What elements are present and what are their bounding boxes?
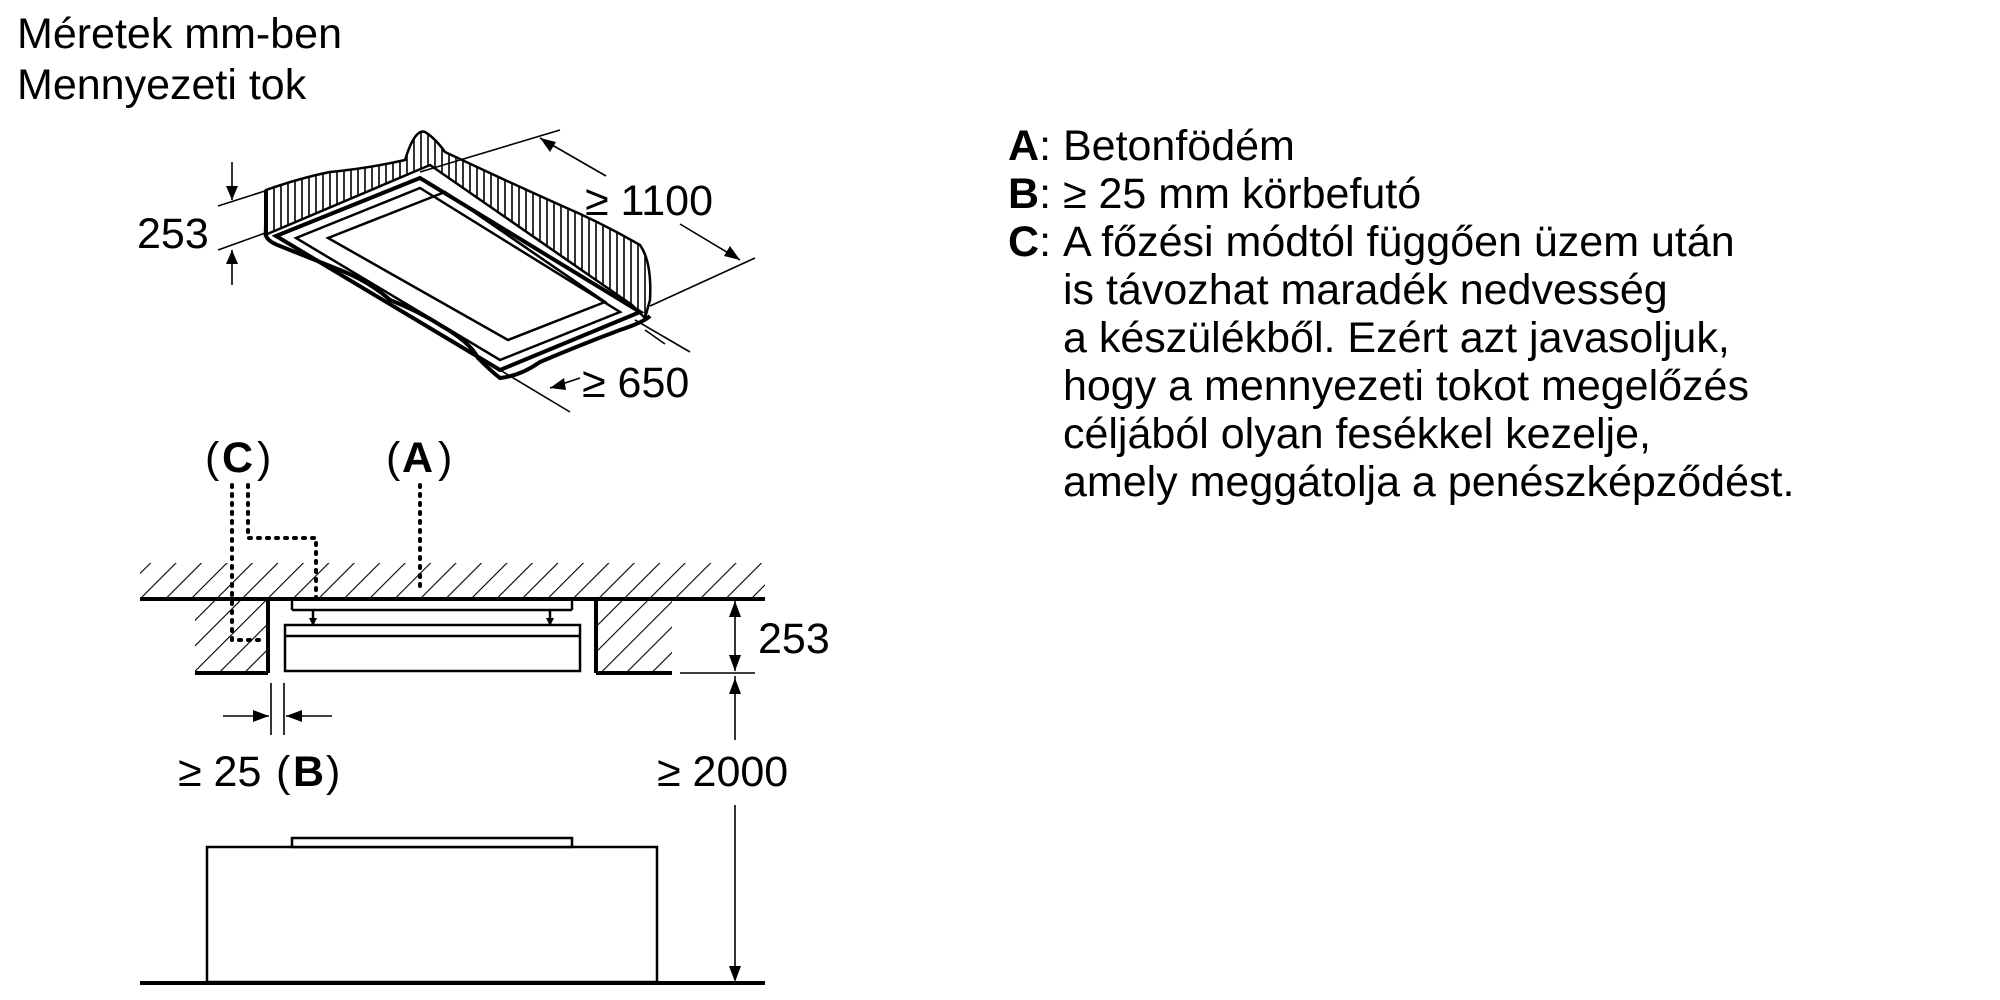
legend-sep: : bbox=[1039, 218, 1052, 266]
callout-a-open: ( bbox=[386, 434, 401, 482]
iso-length-dimension: ≥ 1100 bbox=[585, 177, 713, 225]
gap-ref-close: ) bbox=[326, 748, 340, 796]
legend-text: is távozhat maradék nedvesség bbox=[1062, 266, 1668, 314]
iso-width-dimension: ≥ 650 bbox=[582, 359, 689, 407]
units-note: Méretek mm-ben bbox=[17, 10, 342, 58]
legend-text: ≥ 25 mm körbefutó bbox=[1062, 170, 1422, 218]
legend-item-a: A : Betonfödém bbox=[1008, 122, 1968, 170]
legend: A : Betonfödém B : ≥ 25 mm körbefutó C :… bbox=[1008, 122, 1968, 506]
callout-c-open: ( bbox=[205, 434, 220, 482]
drawing-title: Mennyezeti tok bbox=[17, 61, 307, 109]
ceiling-box-panel bbox=[325, 190, 608, 342]
gap-ref-label: B bbox=[293, 748, 324, 796]
callout-a-label: A bbox=[402, 434, 433, 482]
gap-ref-open: ( bbox=[276, 748, 291, 796]
legend-text: céljából olyan fesékkel kezelje, bbox=[1062, 410, 1651, 458]
legend-sep: : bbox=[1039, 122, 1052, 170]
hood-unit bbox=[283, 623, 582, 673]
iso-height-dimension: 253 bbox=[137, 210, 209, 258]
legend-item-c: C : A főzési módtól függően üzem után is… bbox=[1008, 218, 1968, 506]
cooktop bbox=[205, 845, 659, 984]
gap-dimension: ≥ 25 bbox=[178, 748, 261, 796]
mount-height-dimension: ≥ 2000 bbox=[657, 748, 788, 796]
legend-key: B bbox=[1008, 170, 1040, 218]
legend-text: hogy a mennyezeti tokot megelőzés bbox=[1062, 362, 1749, 410]
legend-text: a készülékből. Ezért azt javasoljuk, bbox=[1062, 314, 1730, 362]
legend-item-b: B : ≥ 25 mm körbefutó bbox=[1008, 170, 1968, 218]
callout-c-label: C bbox=[222, 434, 253, 482]
legend-sep: : bbox=[1039, 170, 1052, 218]
legend-key: C bbox=[1008, 218, 1040, 266]
callout-c-close: ) bbox=[257, 434, 271, 482]
ceiling-section-view: ( C ) ( A ) 253 ≥ 25 ( B ) ≥ 2000 bbox=[140, 434, 830, 985]
ceiling-box-rim bbox=[263, 130, 652, 321]
legend-text: Betonfödém bbox=[1062, 122, 1295, 170]
ceiling-box-frame bbox=[271, 175, 645, 373]
legend-key: A bbox=[1008, 122, 1040, 170]
section-height-dimension: 253 bbox=[758, 615, 830, 663]
callout-a-close: ) bbox=[438, 434, 452, 482]
ceiling-box-iso-view: 253 ≥ 1100 ≥ 650 bbox=[137, 129, 756, 413]
legend-text: amely meggátolja a penészképződést. bbox=[1062, 458, 1795, 506]
legend-text: A főzési módtól függően üzem után bbox=[1062, 218, 1735, 266]
